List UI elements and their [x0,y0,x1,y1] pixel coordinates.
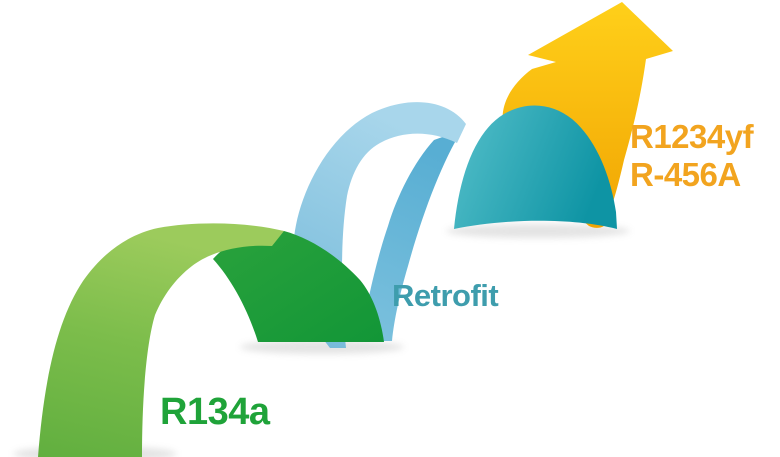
label-r456a: R-456A [630,156,741,193]
label-r1234yf: R1234yf [630,118,755,155]
floor-shadow-middle [240,340,404,354]
arch-r134a-descending-leg [213,230,384,342]
floor-shadow-right [446,224,630,238]
arch-r134a-ascending-leg [38,223,284,457]
arch-retrofit-descending-leg [360,130,462,341]
arch-r1234yf [454,105,617,229]
label-retrofit: Retrofit [392,278,498,313]
arch-r134a [38,223,384,457]
label-r134a: R134a [160,391,271,433]
